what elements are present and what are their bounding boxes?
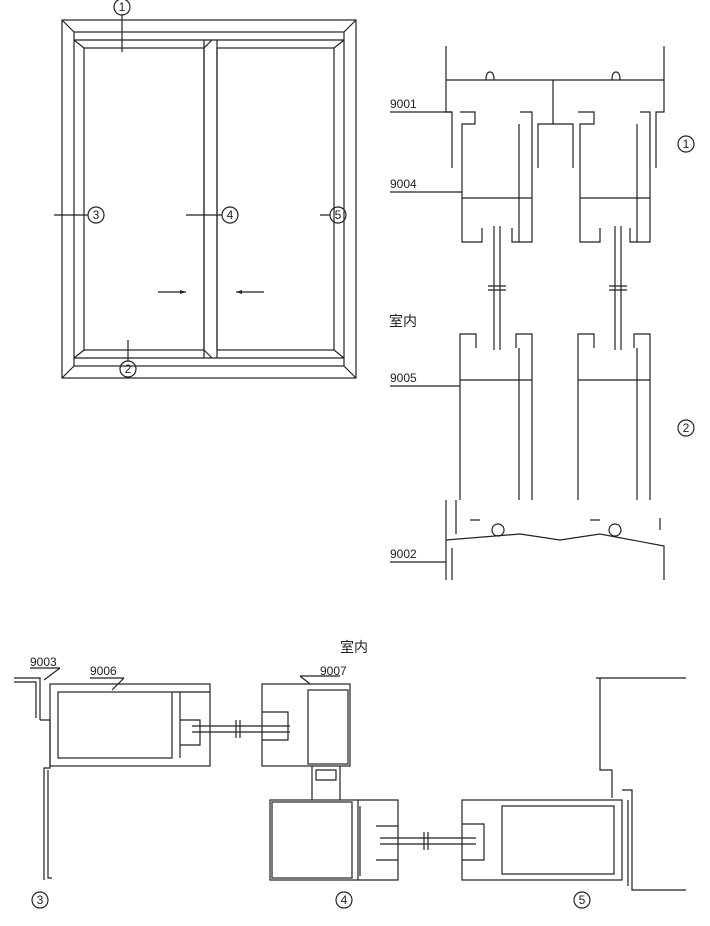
- svg-text:2: 2: [683, 421, 690, 435]
- marker-3: 3: [31, 891, 49, 909]
- marker-1: 1: [677, 135, 695, 153]
- label-9001: 9001: [390, 97, 417, 111]
- marker-5: 5: [329, 206, 347, 224]
- indoor-label: 室内: [389, 313, 417, 330]
- label-9007: 9007: [320, 664, 347, 678]
- indoor-label: 室内: [340, 639, 368, 656]
- marker-1: 1: [113, 0, 131, 16]
- svg-text:3: 3: [37, 893, 44, 907]
- label-9002: 9002: [390, 547, 417, 561]
- marker-4: 4: [335, 891, 353, 909]
- svg-text:1: 1: [119, 0, 126, 14]
- horizontal-section: 9003 9006 9007 室内 3 4 5: [14, 639, 686, 909]
- marker-4: 4: [221, 206, 239, 224]
- marker-2: 2: [677, 419, 695, 437]
- label-9005: 9005: [390, 371, 417, 385]
- marker-5: 5: [573, 891, 591, 909]
- marker-3: 3: [87, 206, 105, 224]
- svg-text:5: 5: [335, 208, 342, 222]
- label-9003: 9003: [30, 655, 57, 669]
- svg-text:5: 5: [579, 893, 586, 907]
- svg-text:4: 4: [227, 208, 234, 222]
- label-9006: 9006: [90, 664, 117, 678]
- vertical-section: 9001 9004 9005 9002 室内 1 2: [389, 46, 695, 580]
- svg-text:1: 1: [683, 137, 690, 151]
- window-elevation: 1 2 3 4 5: [54, 0, 357, 379]
- svg-text:3: 3: [93, 208, 100, 222]
- svg-text:4: 4: [341, 893, 348, 907]
- label-9004: 9004: [390, 177, 417, 191]
- marker-2: 2: [119, 360, 137, 378]
- svg-text:2: 2: [125, 362, 132, 376]
